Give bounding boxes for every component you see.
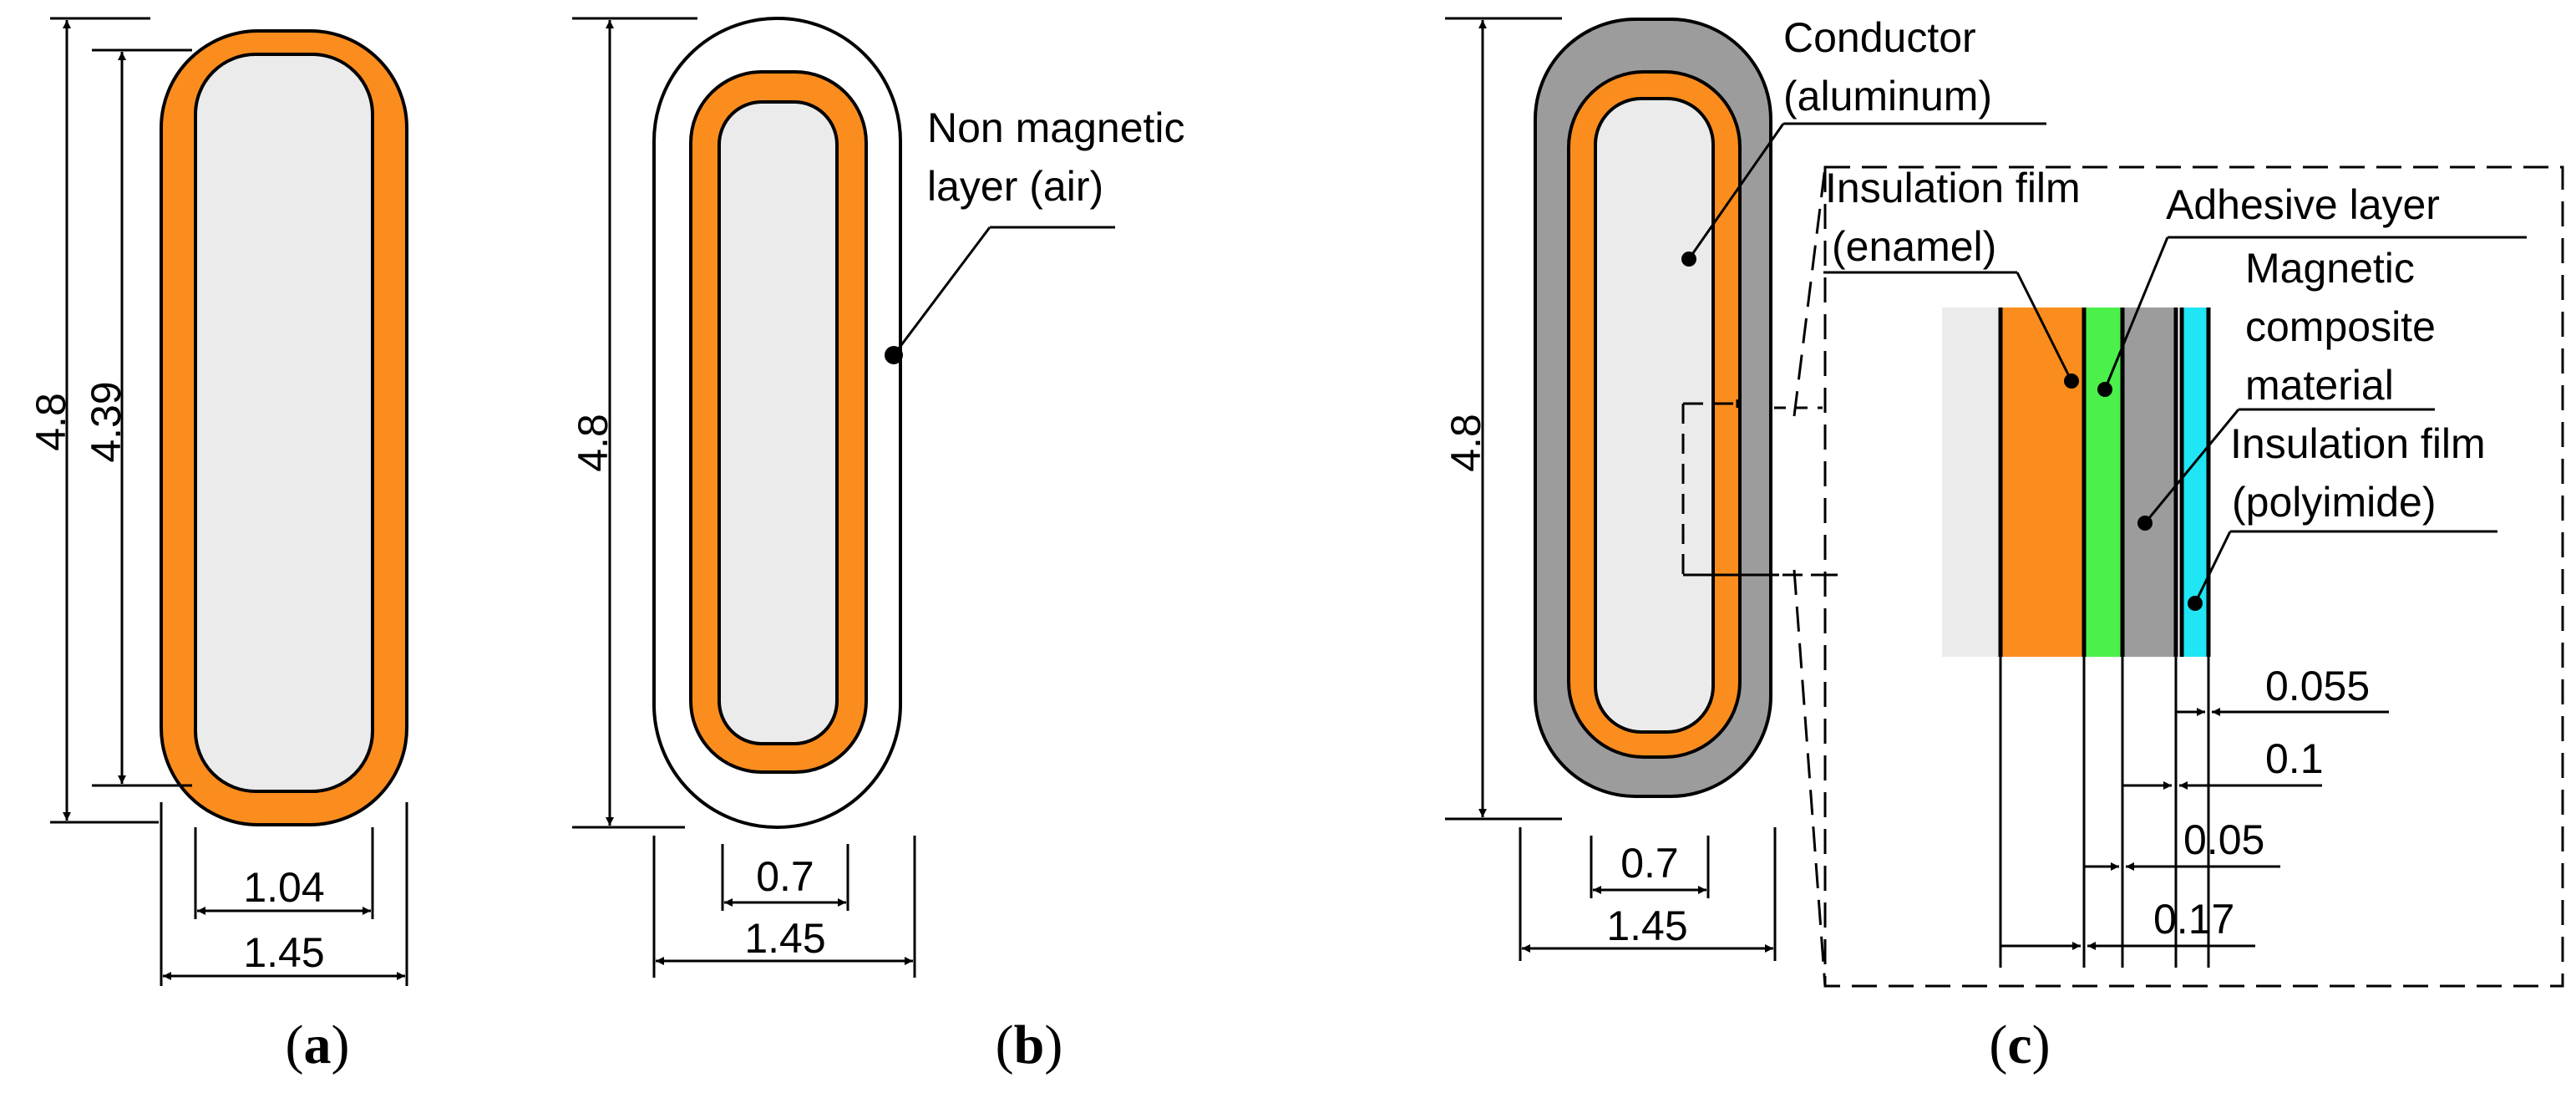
panel-b-height-dimension: [572, 17, 697, 829]
detail-magnetic-label-line2: composite: [2245, 303, 2436, 350]
panel-c-caption: (c): [1989, 1014, 2050, 1075]
panel-c-conductor-label-line2: (aluminum): [1783, 73, 1992, 119]
detail-thickness-magnetic: 0.1: [2265, 735, 2324, 782]
detail-magnetic-label-line1: Magnetic: [2245, 245, 2415, 292]
detail-enamel-label-line2: (enamel): [1832, 223, 1996, 270]
panel-c-conductor-label-line1: Conductor: [1783, 14, 1976, 61]
panel-b-caption: (b): [996, 1014, 1063, 1075]
panel-c-dim-outer-width: 1.45: [1606, 902, 1687, 949]
detail-magnetic-leader: [2137, 408, 2435, 531]
panel-a-dim-outer-height: 4.8: [28, 393, 74, 451]
detail-enamel-leader: [1823, 271, 2079, 389]
panel-c-zoom-bracket: [1681, 399, 1838, 577]
detail-magnetic-label-line3: material: [2245, 362, 2394, 409]
panel-b: 4.8 0.7 1.45 Non magnetic layer (air) (b…: [570, 17, 1185, 1075]
zoom-connector-bottom: [1793, 569, 1827, 987]
detail-frame: [1823, 165, 2564, 988]
detail-layer-borders: [1998, 308, 2211, 657]
detail-adhesive-leader: [2097, 236, 2527, 397]
panel-c: 4.8 0.7 1.45 Conductor (aluminum): [1443, 14, 2051, 1075]
panel-a-dim-outer-width: 1.45: [243, 929, 324, 976]
panel-c-width-dimensions: [1519, 827, 1777, 961]
panel-c-conductor: [1594, 97, 1715, 734]
detail-extension-lines: [1999, 657, 2210, 968]
detail-polyimide-label-line1: Insulation film: [2230, 420, 2486, 467]
panel-a: 4.8 4.39 1.04 1.45 (a): [28, 17, 408, 1075]
detail-adhesive-label: Adhesive layer: [2166, 181, 2440, 228]
zoom-connector-top: [1793, 166, 1827, 417]
detail-polyimide-label-line2: (polyimide): [2232, 479, 2437, 526]
detail-enamel-strip: [2000, 308, 2084, 657]
panel-b-air-label-line2: layer (air): [927, 163, 1103, 210]
panel-a-conductor: [194, 53, 374, 793]
panel-b-conductor: [718, 100, 839, 745]
detail-thickness-enamel: 0.17: [2153, 896, 2234, 943]
panel-b-air-leader: [885, 226, 1115, 364]
detail-adhesive-strip: [2084, 308, 2122, 657]
detail-thickness-polyimide: 0.055: [2265, 663, 2370, 709]
detail-conductor-strip: [1942, 308, 2000, 657]
detail-thickness-adhesive: 0.05: [2183, 816, 2264, 863]
panel-b-dim-inner-width: 0.7: [756, 853, 814, 900]
panel-b-air-label-line1: Non magnetic: [927, 104, 1185, 151]
panel-c-dim-height: 4.8: [1443, 414, 1489, 472]
panel-a-dim-inner-height: 4.39: [83, 381, 129, 462]
detail-magnetic-strip: [2122, 308, 2176, 657]
detail-enamel-label-line1: Insulation film: [1825, 165, 2081, 211]
panel-a-width-dimensions: [160, 802, 408, 986]
panel-a-dim-inner-width: 1.04: [243, 864, 324, 911]
detail-polyimide-leader: [2188, 530, 2497, 611]
panel-a-height-dimension-outer: [50, 17, 159, 824]
panel-a-height-dimension-inner: [92, 48, 192, 787]
panel-a-caption: (a): [286, 1014, 350, 1075]
panel-b-width-dimensions: [652, 836, 916, 978]
panel-c-dim-inner-width: 0.7: [1620, 840, 1679, 887]
panel-b-dim-outer-width: 1.45: [744, 915, 825, 962]
detail-inset: 0.055 0.1 0.05 0.17 Insulation film (ena…: [1823, 165, 2564, 988]
panel-b-dim-height: 4.8: [570, 414, 616, 472]
detail-thickness-dims: [2000, 708, 2389, 950]
panel-c-height-dimension: [1445, 17, 1562, 821]
panel-c-conductor-leader: [1681, 122, 2046, 267]
